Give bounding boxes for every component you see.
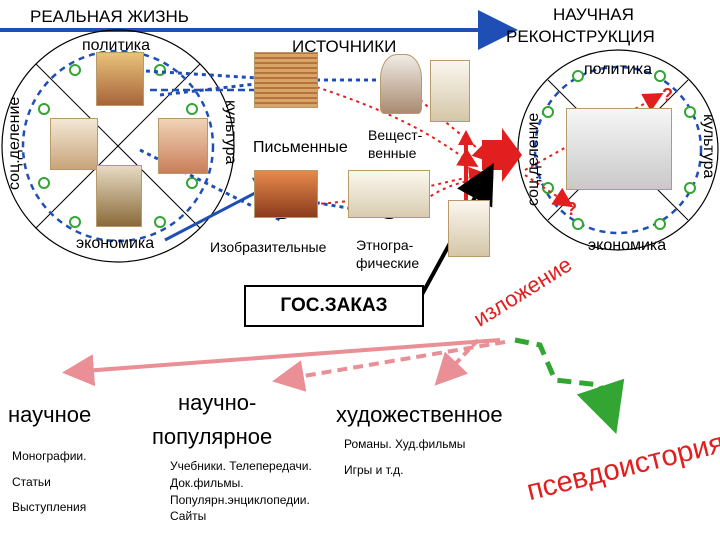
ethno-image bbox=[348, 170, 430, 218]
question-mark-top: ? bbox=[662, 85, 673, 105]
visual-sources-label: Изобразительные bbox=[210, 239, 327, 255]
written-sources-label: Письменные bbox=[253, 139, 348, 156]
pharaoh-image bbox=[96, 52, 144, 106]
left-title: РЕАЛЬНАЯ ЖИЗНЬ bbox=[30, 7, 189, 26]
popular-title-line2: популярное bbox=[152, 424, 273, 449]
papyrus-image bbox=[254, 52, 318, 108]
left-culture-label: культура bbox=[222, 100, 239, 165]
popular-item-4: Сайты bbox=[170, 509, 207, 523]
artifact-image bbox=[380, 54, 422, 114]
gos-zakaz-box: ГОС.ЗАКАЗ bbox=[244, 285, 424, 327]
output-arrows bbox=[62, 338, 506, 392]
seated-figure-image bbox=[430, 60, 470, 122]
left-politics-label: политика bbox=[82, 37, 150, 54]
seated-figure-lower-image bbox=[448, 200, 490, 257]
worker-image bbox=[96, 165, 142, 227]
artistic-item-2: Игры и т.д. bbox=[344, 463, 404, 477]
ethno-sources-line2: фические bbox=[356, 255, 420, 271]
scribe-image bbox=[50, 118, 98, 170]
popular-item-3: Популярн.энциклопедии. bbox=[170, 493, 310, 507]
material-sources-line2: венные bbox=[368, 145, 417, 161]
left-economy-label: экономика bbox=[76, 235, 155, 252]
right-title-line1: НАУЧНАЯ bbox=[553, 5, 634, 24]
dancer-image bbox=[158, 118, 208, 174]
fresco-image bbox=[254, 170, 318, 218]
material-sources-line1: Вещест- bbox=[368, 127, 423, 143]
pseudo-arrow bbox=[514, 337, 625, 434]
gos-zakaz-label: ГОС.ЗАКАЗ bbox=[280, 295, 388, 316]
artistic-title: художественное bbox=[336, 402, 503, 427]
right-title-line2: РЕКОНСТРУКЦИЯ bbox=[506, 27, 655, 46]
left-social-label: соц.деление bbox=[6, 96, 23, 190]
artistic-item-1: Романы. Худ.фильмы bbox=[344, 437, 466, 451]
scientific-item-2: Статьи bbox=[12, 475, 51, 489]
popular-title-line1: научно- bbox=[178, 390, 257, 415]
scientific-item-3: Выступления bbox=[12, 500, 87, 514]
right-social-label: соц.деление bbox=[525, 112, 542, 206]
left-circle bbox=[1, 29, 235, 263]
right-economy-label: экономика bbox=[588, 237, 667, 254]
question-mark-bottom: ? bbox=[566, 199, 577, 219]
scientific-title: научное bbox=[8, 402, 92, 427]
center-title: ИСТОЧНИКИ bbox=[292, 37, 397, 56]
right-politics-label: политика bbox=[584, 61, 652, 78]
popular-item-1: Учебники. Телепередачи. bbox=[170, 459, 312, 473]
scientific-item-1: Монографии. bbox=[12, 449, 87, 463]
reconstruction-image bbox=[566, 108, 672, 190]
popular-item-2: Док.фильмы. bbox=[170, 476, 244, 490]
right-culture-label: культура bbox=[700, 114, 717, 179]
ethno-sources-line1: Этногра- bbox=[356, 237, 414, 253]
